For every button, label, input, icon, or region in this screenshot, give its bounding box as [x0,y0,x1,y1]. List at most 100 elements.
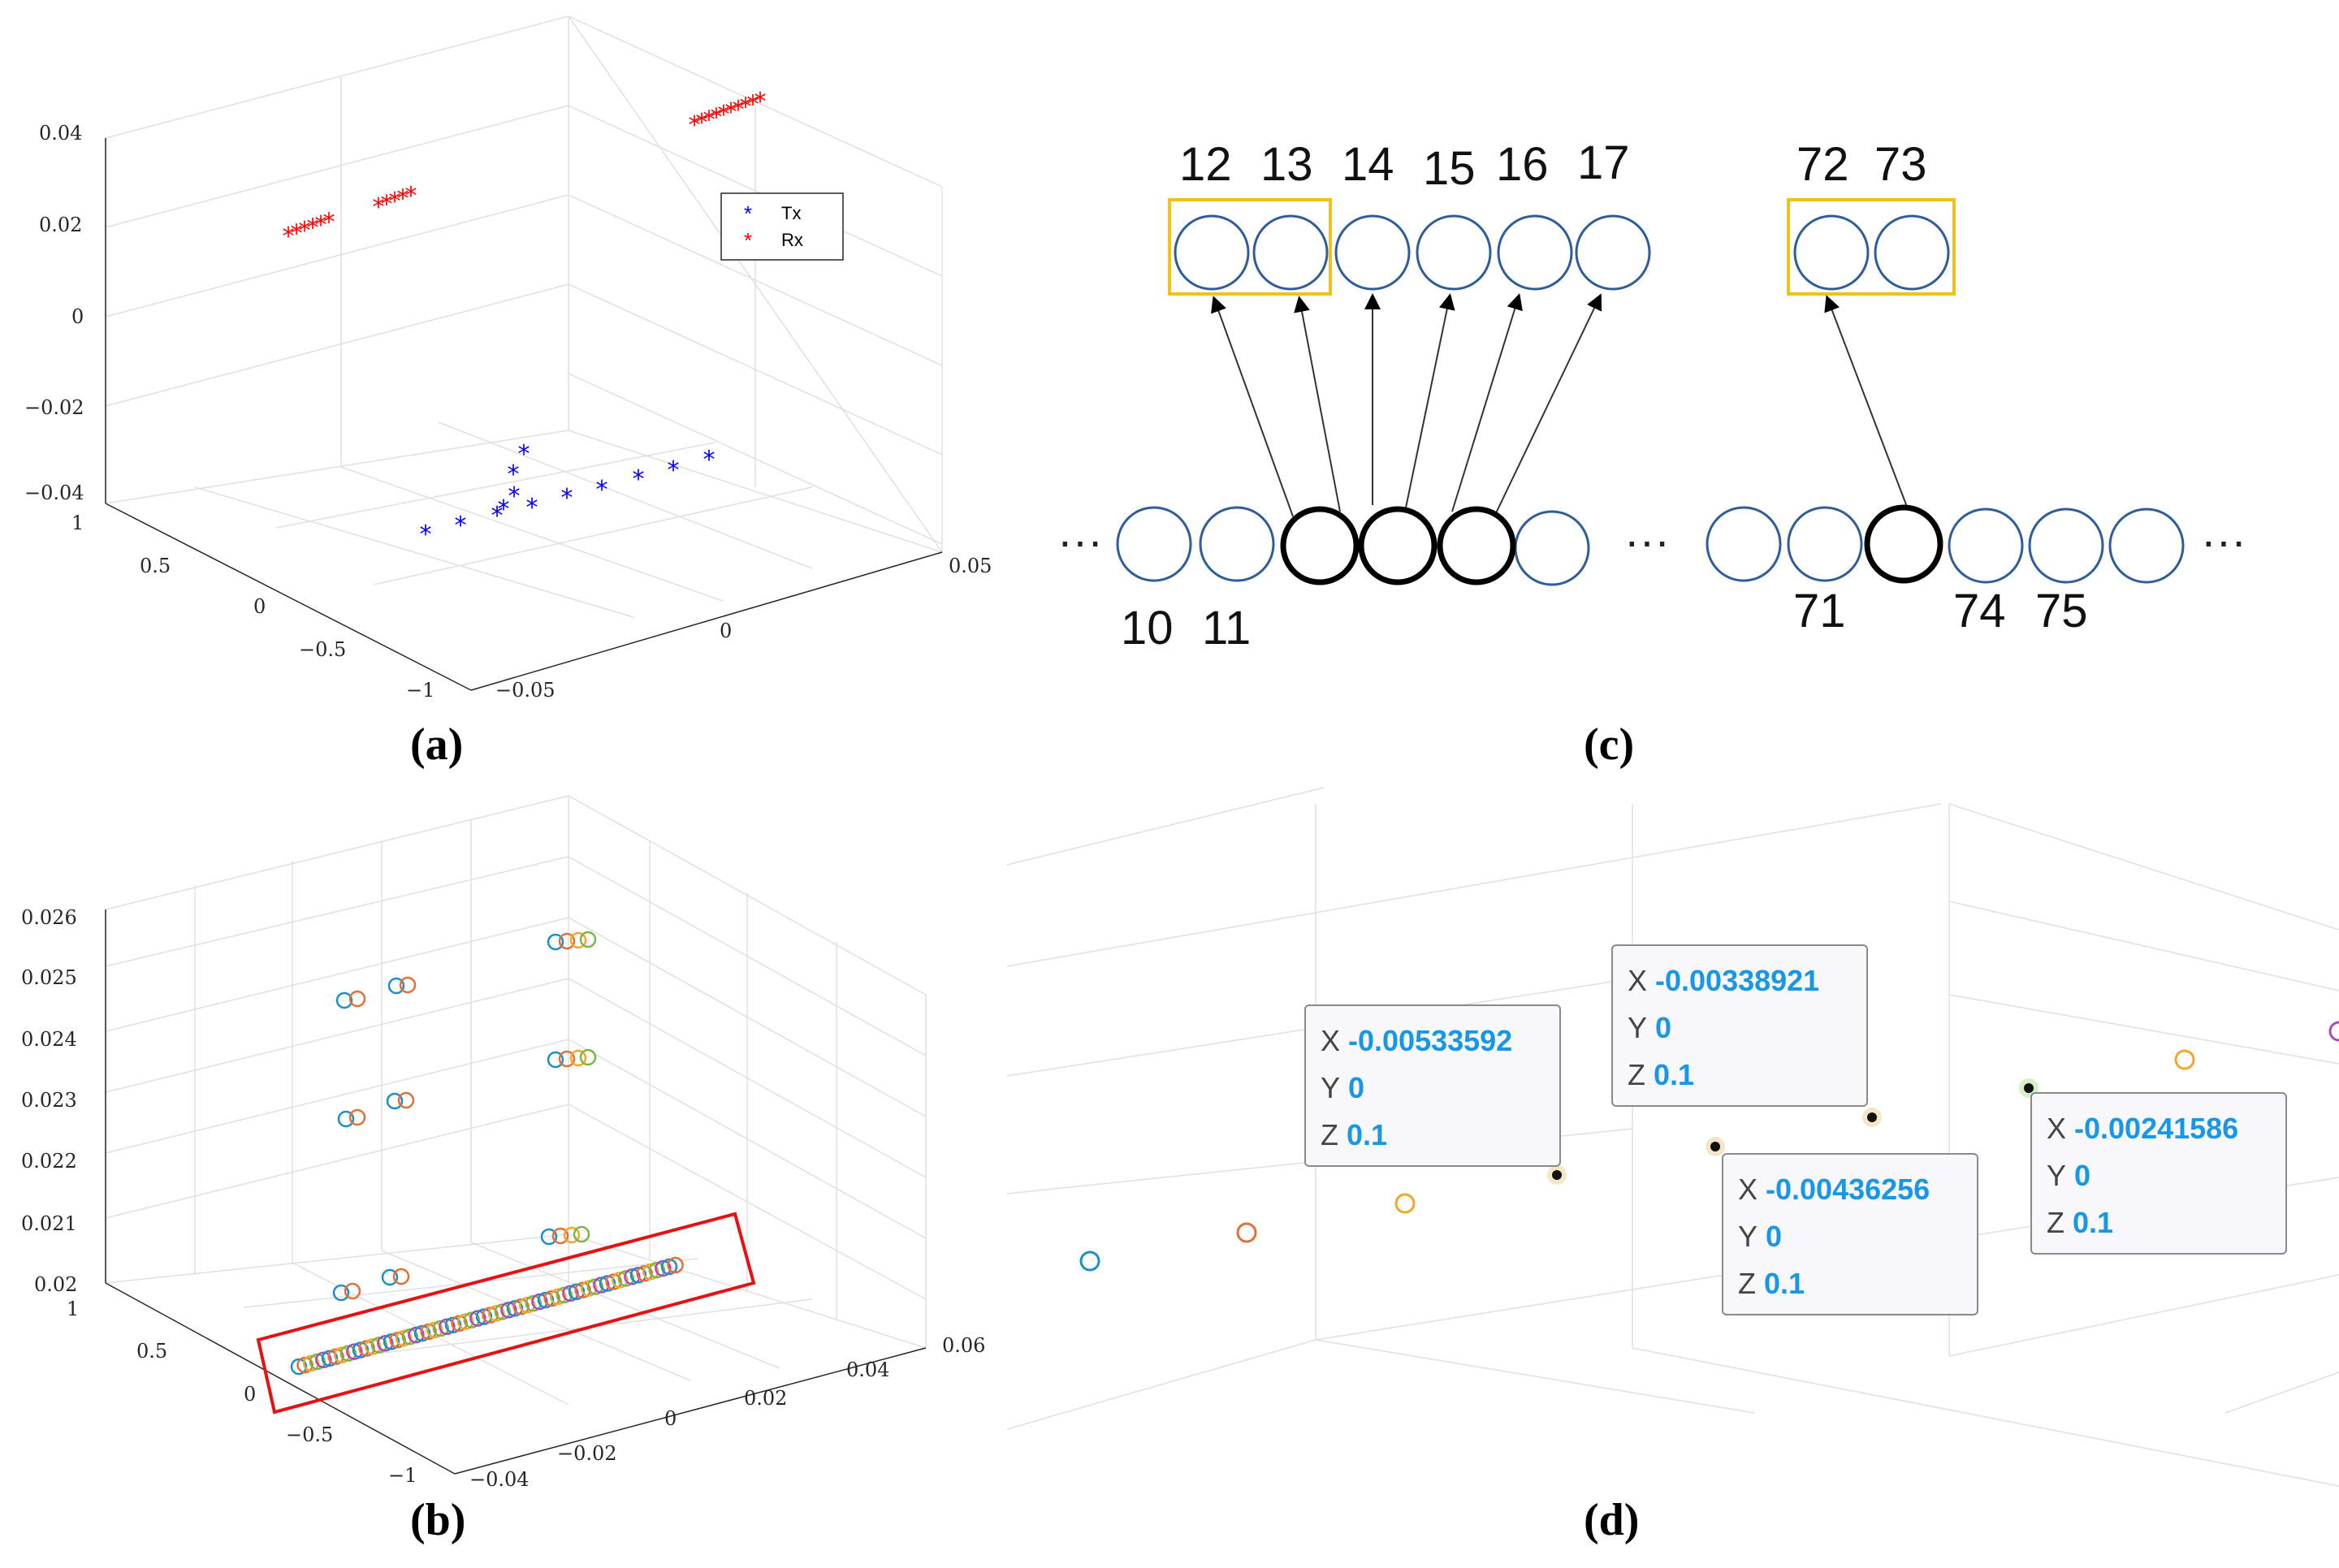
ring-marker [605,1273,622,1290]
ring-marker [586,1278,604,1295]
arrow [1294,296,1341,512]
node-12 [1174,214,1250,291]
x-tick: −0.02 [557,1442,617,1465]
y-tick: −0.5 [299,638,346,661]
ring-marker [475,1308,493,1325]
ring-marker [337,1110,355,1128]
tx-legend-label: Tx [781,203,801,223]
panel-b-axes [105,909,927,1475]
ring-marker [580,1280,598,1297]
ring-marker [420,1323,437,1341]
panel-b-z-ticks: 0.026 0.025 0.024 0.023 0.022 0.021 0.02 [21,906,77,1296]
ring-marker [500,1302,517,1319]
rx-marker: * [307,214,319,243]
node-74 [1948,508,2024,584]
ring-marker [358,1340,375,1357]
y-tick: 0 [244,1383,256,1406]
node-13 [1252,214,1329,291]
ring-marker [377,1335,394,1352]
ring-marker [629,1267,647,1284]
ring-marker [397,1091,415,1109]
panel-b-3d-scatter: 0.026 0.025 0.024 0.023 0.022 0.021 0.02… [0,780,1023,1510]
ring-marker [537,1291,555,1309]
x-tick: 0.04 [846,1359,889,1381]
rx-marker: * [315,211,327,240]
ring-marker [540,1228,558,1246]
x-value: -0.00241586 [2074,1112,2239,1145]
node-label: 14 [1342,138,1394,191]
y-tick: −0.5 [286,1423,333,1446]
x-tick: 0.02 [744,1387,787,1410]
highlight-box-12-13 [1168,198,1332,296]
x-tick: −0.05 [495,679,556,702]
ring-marker [408,1326,425,1344]
ring-marker [439,1318,456,1336]
ring-marker [562,1285,579,1302]
z-label: Z [2047,1206,2064,1239]
z-label: Z [1321,1118,1338,1151]
data-point [1394,1193,1416,1214]
rx-marker: * [389,188,401,216]
node-label: 73 [1874,138,1927,191]
ring-marker [547,1051,564,1069]
y-value: 0 [1766,1220,1783,1253]
top-labels: 12 13 14 15 16 17 72 73 [1179,136,1927,195]
node-label: 16 [1496,138,1549,191]
x-label: X [1628,964,1648,997]
tx-marker: * [668,456,680,485]
node-label: 10 [1121,602,1174,654]
rx-marker: * [696,109,708,137]
ring-marker [321,1350,339,1367]
rx-marker: * [299,217,311,245]
y-label: Y [2047,1159,2067,1192]
panel-a-3d-scatter: 0.04 0.02 0 −0.02 −0.04 1 0.5 0 −0.5 −1 … [0,0,1023,731]
node-label: 12 [1179,138,1232,191]
ring-marker [558,1050,576,1068]
ring-marker [525,1294,543,1312]
node-71 [1787,506,1863,582]
rx-marker: * [373,193,385,222]
ring-marker [370,1337,388,1354]
tx-legend-marker: * [744,201,752,226]
ring-marker [593,1276,610,1294]
tx-marker: * [508,460,520,489]
panel-b-y-ticks: 1 0.5 0 −0.5 −1 [67,1298,417,1487]
y-tick: 0.5 [136,1340,167,1363]
rx-marker: * [754,88,767,116]
tx-marker: * [526,494,538,522]
ring-marker [667,1256,684,1274]
x-value: -0.00533592 [1348,1024,1513,1057]
datatip-x-row: X-0.00436256 [1738,1166,1962,1213]
y-tick: 1 [67,1298,79,1320]
ring-marker [426,1321,443,1339]
rx-legend-label: Rx [781,230,803,250]
node-next [1514,510,1590,586]
arrow [1404,293,1455,512]
ring-marker [413,1324,431,1342]
z-tick: −0.02 [24,396,84,419]
node-label: 11 [1202,602,1251,654]
node-label: 15 [1423,142,1476,195]
x-label: X [1738,1173,1758,1206]
panel-b-markers [290,931,684,1376]
panel-b-svg: 0.026 0.025 0.024 0.023 0.022 0.021 0.02… [21,795,985,1491]
top-circles [1174,214,1950,291]
ring-marker [399,976,417,994]
ring-marker [660,1258,678,1276]
z-tick: 0.02 [34,1273,77,1296]
rx-markers: ********************* [283,88,767,251]
x-label: X [1321,1024,1341,1057]
y-label: Y [1628,1011,1648,1044]
ring-marker [569,931,587,949]
rx-marker: * [381,191,393,219]
ring-marker [551,1227,569,1245]
node-15 [1416,214,1492,291]
ring-marker [512,1298,530,1315]
ring-marker [432,1320,450,1337]
tx-marker: * [561,484,573,512]
node-75 [2028,508,2104,584]
